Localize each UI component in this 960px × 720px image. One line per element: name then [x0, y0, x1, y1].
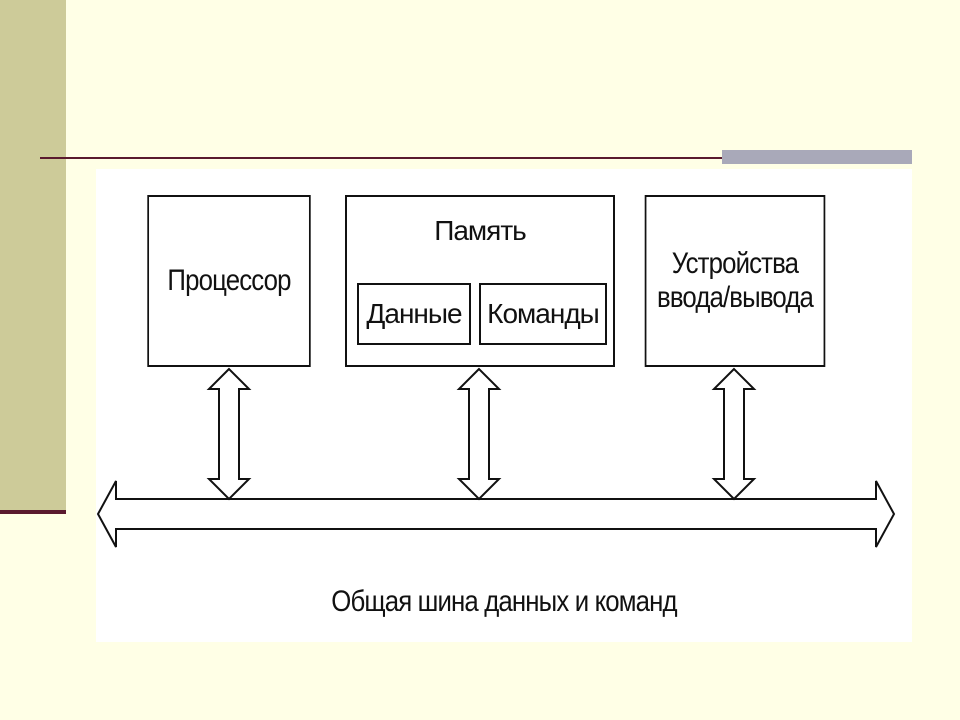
- memory-data-box: Данные: [357, 283, 471, 345]
- memory-commands-box: Команды: [479, 283, 607, 345]
- accent-bar: [722, 150, 912, 164]
- side-strip: [0, 0, 66, 512]
- processor-label: Процессор: [167, 263, 291, 297]
- memory-commands-label: Команды: [487, 297, 600, 329]
- side-strip-underline: [0, 510, 66, 514]
- bus-caption: Общая шина данных и команд: [331, 585, 677, 618]
- memory-bus-arrow: [456, 367, 502, 501]
- io-label: Устройства ввода/вывода: [656, 246, 814, 315]
- memory-data-label: Данные: [366, 297, 462, 329]
- diagram-connectors: [96, 367, 896, 548]
- bus-arrow: [96, 480, 896, 548]
- io-bus-arrow: [711, 367, 757, 501]
- diagram-panel: Процессор Память Данные Команды Устройст…: [96, 169, 912, 642]
- io-box: Устройства ввода/вывода: [644, 195, 826, 367]
- processor-box: Процессор: [147, 195, 311, 367]
- processor-bus-arrow: [206, 367, 252, 501]
- memory-box: Память Данные Команды: [345, 195, 615, 367]
- memory-label: Память: [434, 215, 527, 246]
- title-rule: [40, 157, 912, 159]
